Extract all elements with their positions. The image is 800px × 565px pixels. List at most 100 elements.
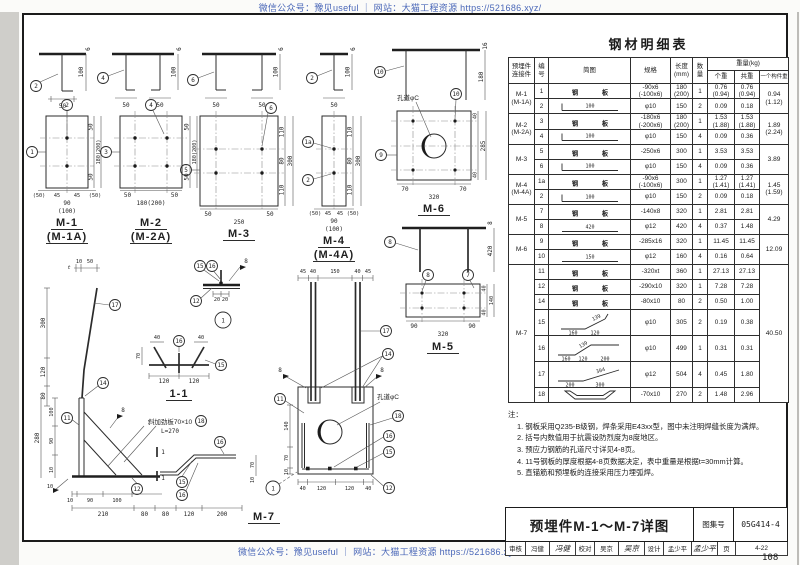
table-cell: M-4 (M-4A) (508, 173, 535, 206)
table-cell: φ10 (630, 335, 671, 363)
table-cell: 320 (670, 234, 693, 251)
svg-text:160: 160 (568, 330, 577, 335)
table-cell: 3.53 (734, 143, 760, 160)
dim-label: 80 (141, 511, 149, 518)
callout: 1 (30, 149, 34, 156)
callout: 18 (394, 413, 402, 420)
page-label: 页 (717, 542, 735, 555)
table-cell: 4.29 (759, 204, 789, 236)
sketch: 钢板 (571, 284, 608, 293)
table-cell: M-1 (M-1A) (508, 82, 535, 115)
dim-label: (100) (58, 208, 76, 215)
dim-label: 40 (198, 335, 204, 341)
table-cell: 320 (670, 204, 693, 221)
table-cell: 0.31 (707, 335, 735, 363)
dim-label: 10 (250, 477, 256, 483)
detail-drawings-canvas: 2 50 100 6 1 2 50 180(200) 50 (50) 45 45… (26, 42, 495, 524)
table-cell: φ12 (630, 361, 671, 389)
callout: 17 (382, 328, 390, 335)
callout: 9 (379, 152, 383, 159)
svg-text:钢: 钢 (571, 284, 577, 293)
section-mark: 1 (161, 475, 165, 482)
scan-edge-left (0, 12, 19, 565)
table-cell: 1.48 (707, 387, 735, 404)
dim-label: 16 (482, 42, 489, 50)
table-cell: 0.76 (0.94) (734, 82, 760, 100)
right-panel: 钢材明细表 预埋件 连接件 编 号 简图 规格 长度 (mm) 数 量 重量(k… (508, 34, 789, 479)
callout: 1a (304, 139, 312, 146)
table-cell: 钢板 (548, 173, 631, 191)
dim-label: 40 (300, 486, 306, 492)
table-cell: 100 (548, 98, 631, 115)
dim-label: 120 (184, 511, 195, 518)
table-cell: 40.50 (759, 264, 789, 404)
table-cell: -250x6 (630, 143, 671, 160)
table-cell: 12.09 (759, 234, 789, 266)
callout: 12 (133, 486, 141, 493)
dim-label: 20 (222, 297, 228, 303)
table-cell: M-2 (M-2A) (508, 113, 535, 145)
dim-label: (50) (347, 211, 360, 217)
dim-label: 45 (325, 211, 331, 217)
callout: 15 (217, 362, 225, 369)
weld-label: 10 (47, 484, 53, 490)
table-cell: 180 (200) (670, 113, 693, 130)
callout: 10 (376, 69, 384, 76)
checker-label: 校对 (575, 542, 594, 555)
dim-label: 50 (88, 173, 95, 181)
table-cell: 4 (692, 158, 708, 175)
sketch: 钢板 (571, 239, 608, 248)
table-cell: 1 (692, 234, 708, 251)
dim-label: 100 (112, 498, 121, 504)
table-cell: 270 (670, 387, 693, 404)
detail-bubble: 1 (271, 486, 275, 493)
hole-label: 孔道φC (397, 93, 419, 102)
stiffener-label: 斜加劲板70×10 (148, 417, 193, 426)
detail-bubble: 1 (221, 318, 225, 325)
table-cell: 2 (534, 98, 549, 115)
svg-text:139: 139 (591, 313, 602, 322)
dim-label: 40 (482, 309, 488, 315)
dim-label: 90 (63, 200, 71, 207)
svg-text:300: 300 (595, 382, 604, 387)
table-cell: 0.36 (734, 128, 760, 145)
table-cell: -80x10 (630, 294, 671, 311)
callout: 2 (306, 177, 310, 184)
table-cell: 2 (692, 189, 708, 206)
dim-label: 40 (354, 269, 360, 275)
table-cell: -140x8 (630, 204, 671, 221)
m7-elevation-view: t 10 50 17 14 11 12 15 16 16 斜加劲板70×10 L… (34, 259, 257, 518)
dim-label: 285 (480, 140, 487, 151)
callout: 16 (208, 263, 216, 270)
header-length: 长度 (mm) (670, 57, 693, 84)
table-cell: φ12 (630, 249, 671, 266)
title-block: 预埋件M-1～M-7详图 图集号 05G414-4 (505, 507, 788, 542)
table-cell: 9 (534, 234, 549, 251)
dim-label: 50 (330, 102, 338, 109)
table-cell: 11 (534, 264, 549, 281)
view-label: M-6 (423, 203, 445, 215)
dim-label: t (67, 265, 70, 271)
dim-label: 70 (284, 455, 290, 461)
dim-label: 200 (217, 511, 228, 518)
dim-label: 180(200) (137, 200, 166, 207)
table-cell: 0.36 (734, 158, 760, 175)
dim-label: 280 (34, 432, 41, 443)
table-cell: 1 (692, 264, 708, 281)
header-spec: 规格 (630, 57, 671, 84)
table-cell: 0.76 (0.94) (707, 82, 735, 100)
designer-label: 设计 (644, 542, 663, 555)
m6-section-view: 10 16 180 (374, 42, 489, 100)
dim-label: 50 (184, 173, 191, 181)
table-cell: 钢板 (548, 294, 631, 311)
table-cell: 420 (670, 219, 693, 236)
dim-label: 100 (345, 66, 352, 77)
dim-label: 100 (171, 66, 178, 77)
m5-section-view: 8 8 420 (384, 221, 495, 272)
sketch: 100 (561, 163, 618, 172)
dim-label: 40 (365, 486, 371, 492)
table-cell: 1.53 (1.88) (707, 113, 735, 130)
callout: 17 (111, 302, 119, 309)
